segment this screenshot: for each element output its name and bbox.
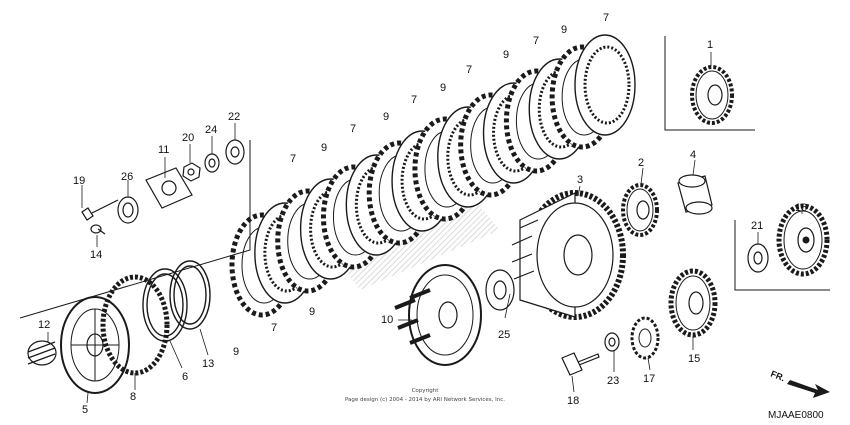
label-14: 14: [90, 249, 102, 261]
label-7-b: 7: [290, 153, 296, 165]
part-ring-8: [100, 274, 170, 376]
part-lockwasher-17: [630, 316, 660, 360]
part-ring-6: [142, 268, 188, 342]
part-washer-24: [204, 153, 220, 173]
part-ring-13: [169, 260, 211, 330]
label-21: 21: [751, 220, 763, 232]
label-15: 15: [688, 353, 700, 365]
label-9-f: 9: [503, 49, 509, 61]
label-9-e: 9: [440, 82, 446, 94]
label-16: 16: [795, 202, 807, 214]
part-clutch-center-5: [60, 296, 130, 394]
label-4: 4: [690, 149, 696, 161]
label-19: 19: [73, 175, 85, 187]
label-22: 22: [228, 111, 240, 123]
label-2: 2: [638, 157, 644, 169]
part-gear-16: [776, 203, 830, 277]
part-lifter-plate-11: [145, 167, 193, 209]
label-9-b: 9: [309, 306, 315, 318]
label-8: 8: [130, 391, 136, 403]
label-11: 11: [158, 144, 169, 156]
clutch-plate: [574, 34, 636, 136]
part-clutch-outer-3: [511, 190, 626, 320]
label-9-d: 9: [383, 111, 389, 123]
label-1: 1: [707, 39, 713, 51]
leader-lines: [47, 52, 803, 404]
part-washer-23: [604, 332, 620, 352]
label-7-d: 7: [411, 94, 417, 106]
label-7-a: 7: [271, 322, 277, 334]
label-25: 25: [498, 329, 510, 341]
part-bolt-19: [81, 199, 119, 221]
part-pin-14: [90, 224, 106, 235]
label-20: 20: [182, 132, 194, 144]
part-collar-4: [677, 174, 713, 215]
label-13: 13: [202, 358, 214, 370]
label-18: 18: [567, 395, 579, 407]
stack-labels: 7 9 7 9 7 9 7 9 7 9 7 9 7 9: [233, 12, 609, 358]
label-12: 12: [38, 319, 50, 331]
part-bearing-26: [117, 196, 139, 224]
part-gear-15: [668, 268, 718, 338]
part-gear-2: [621, 183, 659, 237]
front-direction-arrow: FR.: [769, 369, 830, 398]
label-24: 24: [205, 124, 217, 136]
label-7-g: 7: [603, 12, 609, 24]
part-labels: 1 2 3 4 5 6 8 10 11 12 13 14 15 16 17 18…: [38, 39, 807, 416]
part-washer-25: [485, 269, 515, 311]
label-10: 10: [381, 314, 393, 326]
label-17: 17: [643, 373, 655, 385]
label-5: 5: [82, 404, 88, 416]
label-9-c: 9: [321, 142, 327, 154]
label-3: 3: [577, 174, 583, 186]
clutch-disc-stack: [229, 34, 636, 318]
part-bolt-18: [561, 352, 600, 376]
part-spring-12: [27, 340, 57, 366]
part-nut-20: [182, 162, 201, 182]
label-7-f: 7: [533, 35, 539, 47]
copyright-line-1: Copyright: [412, 388, 440, 394]
label-6: 6: [182, 371, 188, 383]
part-washer-22: [225, 139, 245, 165]
part-washer-21: [747, 243, 769, 273]
label-9-g: 9: [561, 24, 567, 36]
diagram-code: MJAAE0800: [768, 410, 824, 421]
label-7-e: 7: [466, 64, 472, 76]
label-26: 26: [121, 171, 133, 183]
group-outline-top: [19, 36, 830, 319]
copyright-line-2: Page design (c) 2004 - 2014 by ARI Netwo…: [345, 397, 505, 403]
label-23: 23: [607, 375, 619, 387]
part-sprocket-1: [690, 65, 734, 125]
label-7-c: 7: [350, 123, 356, 135]
fr-label: FR.: [769, 369, 786, 384]
label-9-a: 9: [233, 346, 239, 358]
part-pressure-plate-10: [394, 264, 482, 366]
